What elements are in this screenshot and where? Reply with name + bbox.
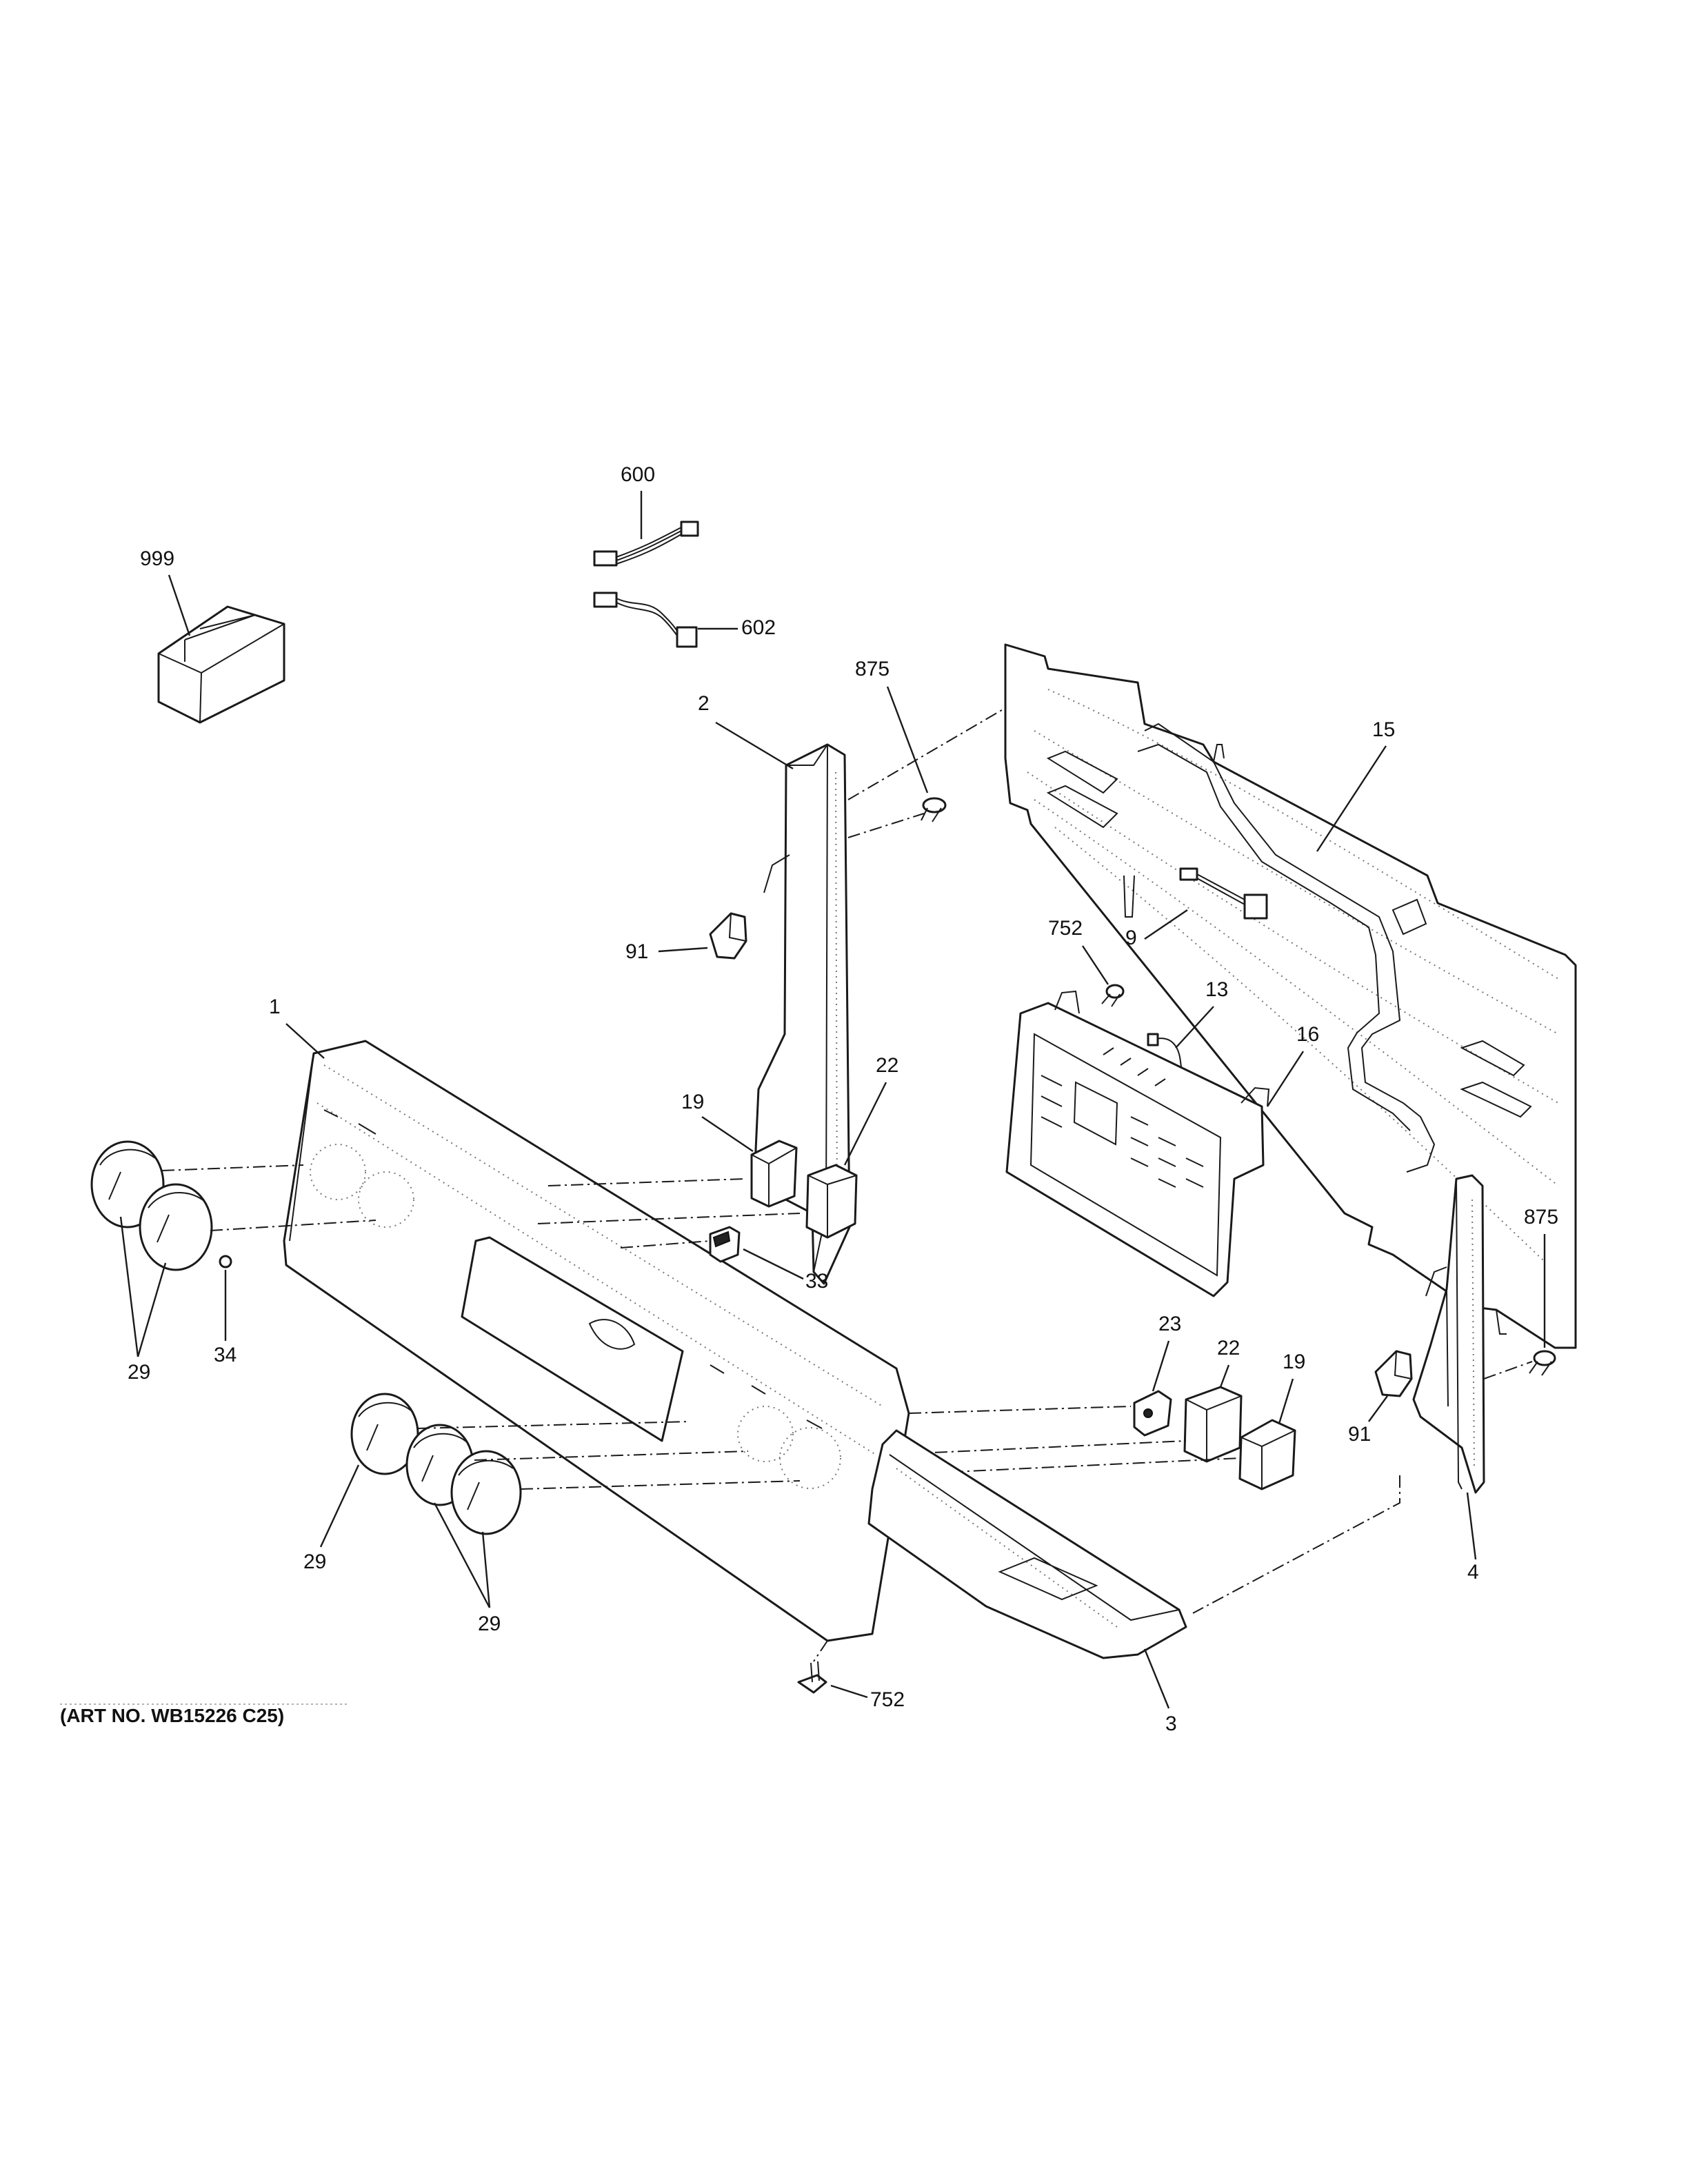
label-19a: 19 <box>681 1091 704 1113</box>
label-15: 15 <box>1372 718 1395 741</box>
label-13: 13 <box>1205 978 1228 1001</box>
label-22b: 22 <box>1217 1337 1240 1359</box>
part-4-right-bracket <box>1412 1174 1485 1494</box>
label-875b: 875 <box>1524 1206 1558 1228</box>
part-29-knob-5 <box>450 1450 522 1535</box>
label-600: 600 <box>621 463 655 486</box>
label-3: 3 <box>1165 1712 1177 1735</box>
label-34: 34 <box>214 1344 237 1366</box>
part-22-switch-lower <box>1183 1386 1243 1463</box>
part-33-switch <box>709 1226 741 1263</box>
label-602: 602 <box>741 616 776 639</box>
art-number: (ART NO. WB15226 C25) <box>60 1705 284 1726</box>
label-16: 16 <box>1296 1023 1319 1046</box>
label-4: 4 <box>1467 1561 1479 1584</box>
part-1-control-panel <box>283 1040 910 1642</box>
label-23: 23 <box>1158 1313 1181 1335</box>
label-91a: 91 <box>625 940 648 963</box>
part-752-screw-lower <box>797 1661 827 1694</box>
label-1: 1 <box>269 995 281 1018</box>
part-9-harness <box>1179 867 1268 920</box>
label-2: 2 <box>698 692 710 715</box>
part-3-trim <box>867 1429 1187 1659</box>
label-19b: 19 <box>1283 1351 1305 1373</box>
label-22a: 22 <box>876 1054 898 1077</box>
label-29b: 29 <box>303 1550 326 1573</box>
part-29-knob-2 <box>139 1183 213 1271</box>
label-29c: 29 <box>478 1612 501 1635</box>
part-602-wire-harness <box>593 592 698 648</box>
label-29a: 29 <box>128 1361 150 1384</box>
part-15-rear-panel <box>1004 643 1577 1349</box>
part-875-screw-right <box>1529 1350 1556 1376</box>
label-752a: 752 <box>1048 917 1083 940</box>
part-22-switch-upper <box>805 1164 858 1239</box>
part-600-wire-harness <box>593 520 699 567</box>
label-91b: 91 <box>1348 1423 1371 1446</box>
part-91-clip-left <box>709 912 747 960</box>
part-34-screw <box>219 1255 232 1268</box>
part-19-switch-upper <box>750 1140 798 1208</box>
part-91-clip-right <box>1374 1350 1413 1397</box>
label-999: 999 <box>140 547 174 570</box>
part-19-switch-lower <box>1238 1419 1296 1490</box>
part-875-screw-left <box>921 797 947 822</box>
part-752-screw-upper <box>1101 984 1125 1007</box>
label-875a: 875 <box>855 658 890 680</box>
label-752b: 752 <box>870 1688 905 1711</box>
part-16-control-board <box>1005 990 1270 1297</box>
part-23-switch <box>1133 1390 1172 1437</box>
label-33: 33 <box>805 1270 828 1293</box>
part-999-box <box>157 605 285 724</box>
label-9: 9 <box>1125 927 1137 949</box>
